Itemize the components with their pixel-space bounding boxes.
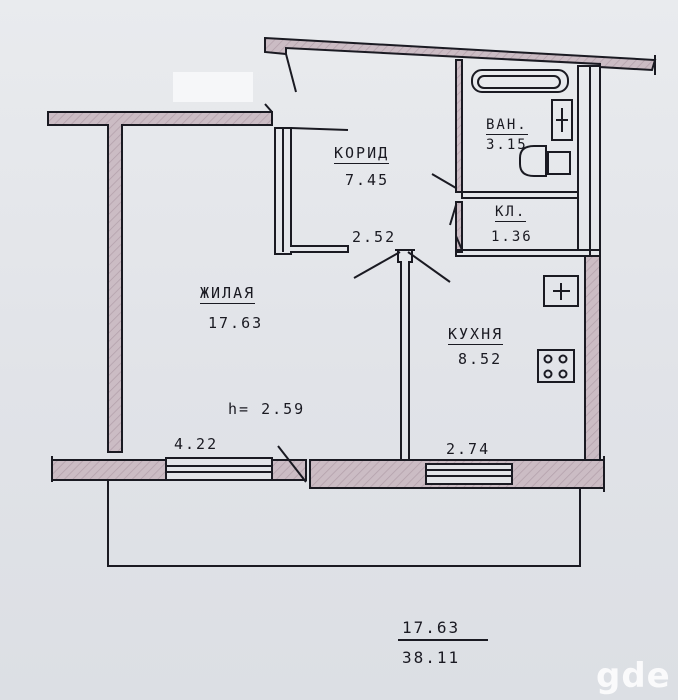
- wet-rooms-walls: [455, 59, 601, 471]
- watermark-logo: gde: [596, 656, 671, 696]
- corridor-label: КОРИД: [334, 144, 390, 164]
- balcony-living-dim: 4.22: [174, 435, 219, 453]
- washbasin-icon: [519, 99, 573, 177]
- bath-area: 3.15: [486, 137, 528, 153]
- stove-icon: [537, 349, 575, 383]
- balcony-outline: [107, 480, 581, 567]
- living-kitchen-partition: [395, 249, 415, 461]
- ceiling-height: h= 2.59: [228, 400, 306, 418]
- kitchen-area: 8.52: [458, 350, 503, 368]
- outer-wall: [51, 445, 605, 492]
- bathtub-icon: [471, 69, 569, 93]
- hall-area: 2.52: [352, 228, 397, 246]
- top-wall: [264, 36, 657, 93]
- redacted-stamp: [173, 72, 253, 102]
- balcony-kitchen-dim: 2.74: [446, 440, 491, 458]
- storage-area: 1.36: [491, 229, 533, 245]
- door-swings: [353, 173, 463, 283]
- living-area: 17.63: [208, 314, 264, 332]
- kitchen-sink-icon: [543, 275, 579, 307]
- storage-label: КЛ.: [495, 204, 527, 222]
- summary-living-area: 17.63: [402, 618, 461, 637]
- living-label: ЖИЛАЯ: [200, 284, 256, 304]
- living-left-wall: [47, 103, 273, 453]
- corridor-partition: [274, 127, 349, 255]
- corridor-area: 7.45: [345, 171, 390, 189]
- kitchen-label: КУХНЯ: [448, 325, 504, 345]
- summary-total-area: 38.11: [402, 648, 461, 667]
- bath-label: ВАН.: [486, 117, 528, 135]
